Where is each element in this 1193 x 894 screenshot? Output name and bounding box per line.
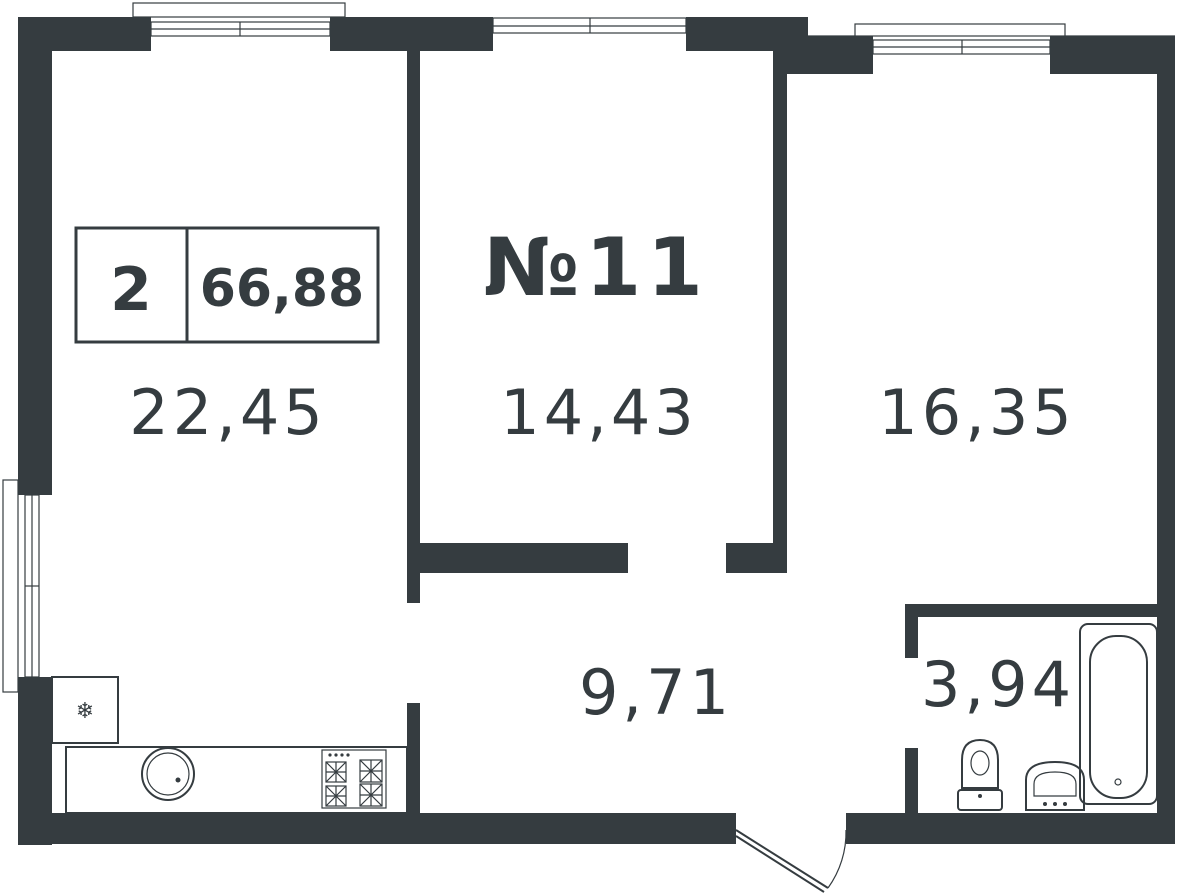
wall-bottom-right	[846, 813, 1175, 844]
bathroom-wall-left-upper	[905, 604, 918, 658]
walls	[18, 17, 1175, 845]
bathroom-wall-top	[905, 604, 1157, 617]
bathtub-icon	[1079, 623, 1158, 805]
wall-right	[1157, 36, 1175, 844]
partition-1-upper	[407, 51, 420, 603]
apartment-number: №11	[483, 221, 709, 314]
window-top-right	[808, 23, 1175, 55]
window-top-left	[132, 2, 346, 37]
partition-2	[773, 51, 787, 573]
sink-icon	[141, 747, 195, 801]
bathroom-wall-left-lower	[905, 748, 918, 813]
toilet-icon	[957, 738, 1003, 811]
rooms-count: 2	[110, 255, 152, 325]
apartment-info-badge: 2 66,88	[74, 226, 380, 344]
window-top-middle	[492, 17, 687, 34]
middle-room-bottom-right	[726, 543, 787, 573]
wall-top-2	[330, 17, 493, 51]
wall-bottom-left	[18, 813, 736, 844]
kitchen-counter	[65, 746, 408, 814]
wall-top-5	[1050, 36, 1175, 74]
partition-1-lower	[407, 703, 420, 813]
kitchen: ❄	[51, 676, 408, 814]
room-area-right: 16,35	[878, 376, 1076, 449]
room-area-left: 22,45	[129, 376, 327, 449]
badge-frame	[74, 226, 380, 344]
entrance-door	[735, 829, 847, 893]
wall-left-upper	[18, 17, 52, 495]
bathroom-fixtures	[957, 623, 1158, 811]
fridge	[51, 676, 119, 744]
hallway-area: 9,71	[579, 656, 733, 729]
washbasin-icon	[1025, 760, 1085, 811]
middle-room-bottom-left	[420, 543, 628, 573]
wall-top-1	[18, 17, 151, 51]
stove-icon	[321, 749, 387, 809]
windows	[2, 2, 1175, 693]
total-area: 66,88	[200, 259, 364, 319]
room-area-middle: 14,43	[500, 376, 698, 449]
window-left	[2, 479, 40, 693]
snowflake-icon: ❄	[76, 699, 94, 724]
bathroom-area: 3,94	[921, 648, 1075, 721]
wall-top-4	[775, 36, 873, 74]
